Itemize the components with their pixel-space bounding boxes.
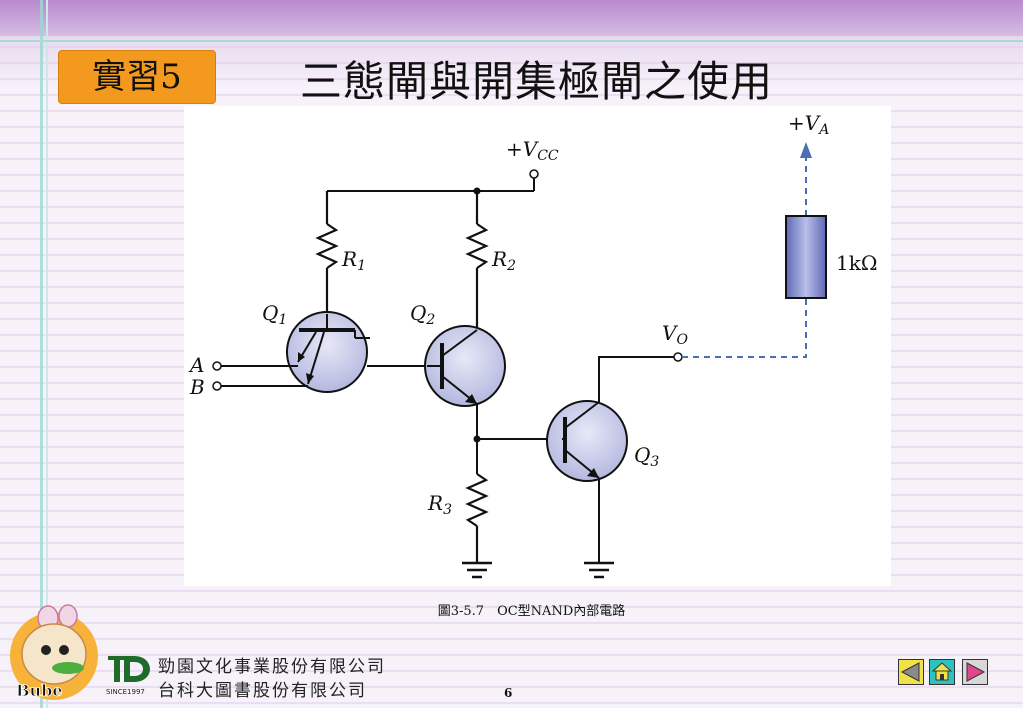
va-label: +VA bbox=[788, 111, 829, 138]
publisher-line-1: 勁園文化事業股份有限公司 bbox=[158, 657, 386, 677]
since-label: SINCE1997 bbox=[106, 688, 145, 696]
home-button[interactable] bbox=[929, 659, 955, 685]
decor-vline bbox=[40, 0, 43, 708]
mascot-image: Bube bbox=[10, 604, 98, 700]
q1-label: Q1 bbox=[262, 301, 287, 328]
ground-q3 bbox=[584, 561, 614, 579]
vcc-terminal bbox=[529, 169, 539, 179]
resistor-r1 bbox=[315, 191, 339, 314]
vo-label: VO bbox=[662, 321, 688, 348]
resistor-r3 bbox=[465, 473, 489, 562]
transistor-q1 bbox=[286, 311, 370, 393]
input-b-terminal bbox=[212, 381, 222, 391]
left-arrow-icon bbox=[900, 662, 920, 682]
page-number: 6 bbox=[504, 686, 513, 700]
r2-label: R2 bbox=[491, 247, 516, 274]
pullup-resistor bbox=[785, 215, 827, 299]
publisher-line-2: 台科大圖書股份有限公司 bbox=[158, 681, 367, 701]
vcc-rail bbox=[327, 178, 535, 192]
transistor-q3 bbox=[546, 400, 628, 482]
publisher-logo bbox=[108, 656, 150, 682]
pullup-dashed-wire bbox=[682, 156, 807, 358]
decor-vline-light bbox=[46, 0, 48, 708]
input-a-label: A bbox=[188, 353, 204, 377]
input-wires bbox=[221, 365, 308, 387]
r1-label: R1 bbox=[341, 247, 366, 274]
mascot-text: Bube bbox=[16, 681, 63, 700]
q3-label: Q3 bbox=[634, 443, 659, 470]
va-arrow bbox=[800, 142, 812, 158]
resistor-r2 bbox=[465, 191, 489, 328]
right-arrow-icon bbox=[966, 662, 986, 682]
lab-badge: 實習5 bbox=[58, 50, 216, 104]
figure-caption: 圖3-5.7 OC型NAND內部電路 bbox=[437, 604, 626, 619]
top-band bbox=[0, 0, 1023, 36]
vcc-label: +VCC bbox=[506, 137, 559, 164]
pullup-label: 1kΩ bbox=[836, 251, 877, 275]
circuit-figure: +VCC R1 R2 Q1 bbox=[184, 106, 891, 586]
input-a-terminal bbox=[212, 361, 222, 371]
vo-terminal bbox=[673, 352, 683, 362]
r3-label: R3 bbox=[427, 491, 452, 518]
output-wire bbox=[598, 356, 674, 402]
next-button[interactable] bbox=[962, 659, 988, 685]
q2-label: Q2 bbox=[410, 301, 435, 328]
circuit-diagram: +VCC R1 R2 Q1 bbox=[188, 111, 877, 579]
slide-title: 三態閘與開集極閘之使用 bbox=[300, 57, 774, 106]
input-b-label: B bbox=[189, 375, 205, 399]
prev-button[interactable] bbox=[898, 659, 924, 685]
decor-hline bbox=[0, 40, 1023, 42]
ground-r3 bbox=[462, 561, 492, 579]
home-icon bbox=[931, 662, 953, 681]
transistor-q2 bbox=[424, 325, 506, 407]
